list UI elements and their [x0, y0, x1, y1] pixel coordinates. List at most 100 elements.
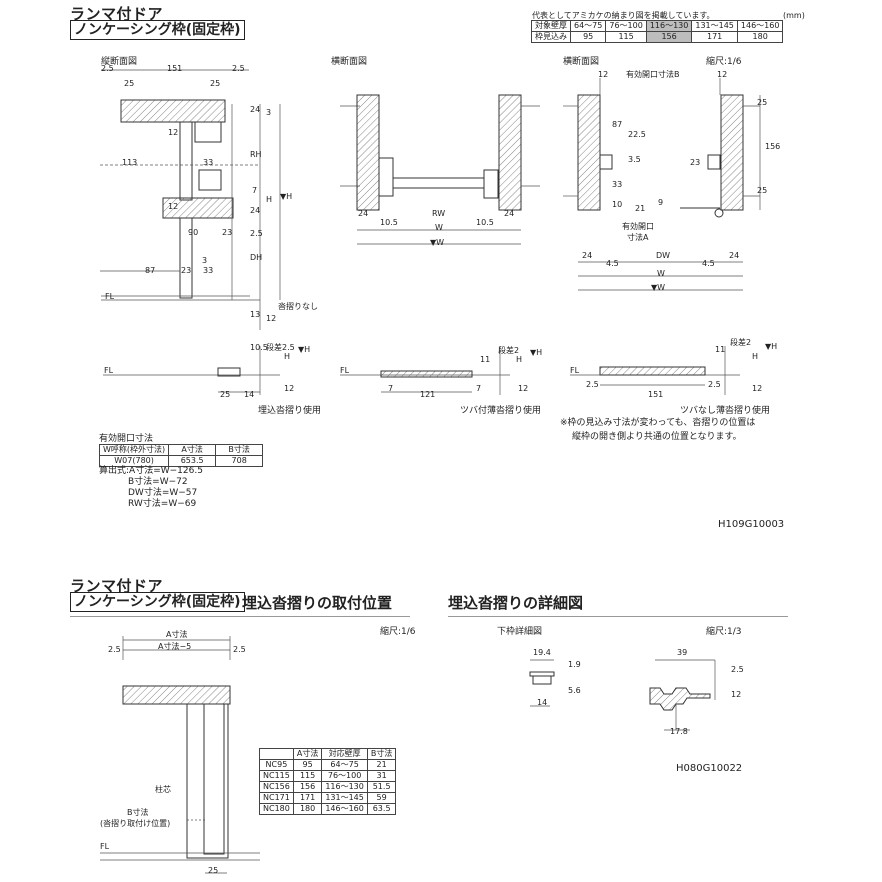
- table-cell-highlighted: 116～130: [645, 20, 693, 32]
- dim-label: ▼H: [765, 342, 778, 351]
- table-cell-highlighted: 156: [645, 31, 693, 43]
- dim-label: H: [752, 352, 759, 361]
- dim-label: W: [657, 269, 665, 278]
- dim-label: B寸法: [127, 808, 149, 817]
- dim-label: ▼H: [530, 348, 543, 357]
- dim-label: 151: [648, 390, 664, 399]
- table-cell: 116～130: [321, 781, 368, 793]
- dim-label: RH: [250, 150, 262, 159]
- dim-label: 7: [476, 384, 482, 393]
- table-cell: 21: [366, 759, 397, 771]
- dim-label: 121: [420, 390, 436, 399]
- dim-label: 25: [208, 866, 219, 875]
- table-cell: 180: [292, 803, 323, 815]
- scale-right: 縮尺:1/3: [706, 627, 742, 637]
- table-header: [259, 748, 294, 760]
- dim-label: 24: [582, 251, 593, 260]
- dim-label: 23: [181, 266, 192, 275]
- page-title: ランマ付ドア: [70, 5, 164, 23]
- dim-label: 24: [729, 251, 740, 260]
- dim-label: ▼W: [651, 283, 666, 292]
- table-cell: 59: [366, 792, 397, 804]
- formula-2: B寸法=W−72: [128, 477, 188, 487]
- nc-table: A寸法 対応壁厚 B寸法 NC95 95 64～75 21 NC115 115 …: [259, 748, 397, 815]
- dim-label: 22.5: [628, 130, 646, 139]
- table-cell: NC180: [259, 803, 294, 815]
- table-cell: 708: [215, 455, 264, 467]
- dim-label: 段差2: [730, 338, 752, 347]
- table-row: NC156 156 116～130 51.5: [259, 781, 397, 793]
- table-cell: 156: [292, 781, 323, 793]
- horizontal-section-label: 横断面図: [331, 57, 368, 67]
- drawing-code: H109G10003: [718, 519, 785, 530]
- dim-label: 12: [752, 384, 763, 393]
- dim-label: W: [435, 223, 443, 232]
- table-header: B寸法: [366, 748, 397, 760]
- dim-label: 24: [504, 209, 515, 218]
- table-row: 枠見込み 95 115 156 171 180: [531, 31, 784, 43]
- table-cell: NC115: [259, 770, 294, 782]
- table-cell: NC171: [259, 792, 294, 804]
- formula-3: DW寸法=W−57: [128, 488, 198, 498]
- table-row: A寸法 対応壁厚 B寸法: [259, 748, 397, 760]
- dim-label: 2.5: [233, 645, 246, 654]
- dim-label: 3.5: [628, 155, 641, 164]
- table-cell: 31: [366, 770, 397, 782]
- threshold-details-drawing: [103, 346, 740, 395]
- dim-label: 4.5: [702, 259, 715, 268]
- dim-label: 2.5: [232, 64, 245, 73]
- table-cell: 180: [736, 31, 784, 43]
- dim-label: 11: [715, 345, 726, 354]
- dim-label: (沓摺り取付け位置): [100, 819, 171, 828]
- table-row: 対象壁厚 64～75 76～100 116～130 131～145 146～16…: [531, 20, 784, 32]
- dim-label: 有効開口寸法B: [626, 70, 680, 79]
- horizontal-section-2-drawing: [563, 78, 761, 291]
- dim-label: DW: [656, 251, 671, 260]
- dim-label: 2.5: [731, 665, 744, 674]
- table-cell: 76～100: [321, 770, 368, 782]
- dim-label: 23: [222, 228, 233, 237]
- dim-label: A寸法: [166, 630, 188, 639]
- dim-label: 14: [244, 390, 255, 399]
- dim-label: 25: [124, 79, 135, 88]
- dim-label: 5.6: [568, 686, 581, 695]
- dim-label: 寸法A: [627, 233, 649, 242]
- dim-label: 14: [537, 698, 548, 707]
- dim-label: 12: [518, 384, 529, 393]
- table-cell: 63.5: [366, 803, 397, 815]
- table-cell: 171: [292, 792, 323, 804]
- table-row: NC115 115 76～100 31: [259, 770, 397, 782]
- table-cell: 95: [569, 31, 607, 43]
- dim-label: H: [284, 352, 291, 361]
- table-header: A寸法: [292, 748, 323, 760]
- detail-label: 埋込沓摺り使用: [258, 406, 322, 416]
- dim-label: 2.5: [101, 64, 114, 73]
- vertical-section-drawing: [100, 69, 281, 330]
- formula-4: RW寸法=W−69: [128, 499, 197, 509]
- dim-label: 24: [250, 206, 261, 215]
- dim-label: 3: [266, 108, 272, 117]
- dim-label: H: [516, 355, 523, 364]
- table-cell: 95: [292, 759, 323, 771]
- dim-label: 沓摺りなし: [278, 302, 318, 311]
- heading-left: 埋込沓摺りの取付位置: [242, 594, 393, 612]
- dim-label: 有効開口: [622, 222, 654, 231]
- dim-label: 2.5: [250, 229, 263, 238]
- dim-label: 33: [203, 158, 214, 167]
- dim-label: FL: [340, 366, 350, 375]
- dim-label: 87: [145, 266, 156, 275]
- dim-label: 12: [266, 314, 277, 323]
- heading-right: 埋込沓摺りの詳細図: [448, 594, 584, 612]
- scale-label: 縮尺:1/6: [706, 57, 742, 67]
- dim-label: ▼W: [430, 238, 445, 247]
- dim-label: 4.5: [606, 259, 619, 268]
- dim-label: 柱芯: [155, 785, 171, 794]
- table-cell: 146～160: [321, 803, 368, 815]
- dim-label: 25: [220, 390, 231, 399]
- dim-label: ▼H: [280, 192, 293, 201]
- scale-left: 縮尺:1/6: [380, 627, 416, 637]
- table-row: W07(780) 653.5 708: [98, 455, 264, 467]
- dim-label: 10: [612, 200, 623, 209]
- dim-label: 151: [167, 64, 183, 73]
